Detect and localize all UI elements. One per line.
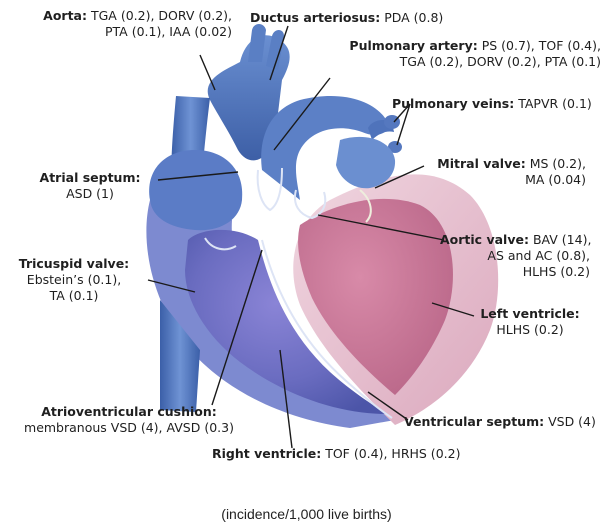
label-mitral-valve-line2: MA (0.04) — [525, 172, 586, 187]
label-mitral-valve-name: Mitral valve: — [437, 156, 525, 171]
label-left-ventricle: Left ventricle: HLHS (0.2) — [460, 306, 600, 338]
label-pulmonary-veins-name: Pulmonary veins: — [392, 96, 514, 111]
aortic-valve — [295, 190, 325, 218]
label-atrial-septum-line1: ASD (1) — [66, 186, 114, 201]
right-atrium — [149, 150, 242, 230]
label-mitral-valve: Mitral valve: MS (0.2), MA (0.04) — [420, 156, 586, 188]
label-left-ventricle-line1: HLHS (0.2) — [496, 322, 563, 337]
label-tricuspid-valve-line2: TA (0.1) — [50, 288, 99, 303]
label-av-cushion-name: Atrioventricular cushion: — [41, 404, 217, 419]
label-av-cushion-line1: membranous VSD (4), AVSD (0.3) — [24, 420, 234, 435]
label-tricuspid-valve-name: Tricuspid valve: — [19, 256, 129, 271]
label-aortic-valve-line2: AS and AC (0.8), — [487, 248, 590, 263]
label-ventricular-septum-name: Ventricular septum: — [404, 414, 544, 429]
label-aortic-valve-name: Aortic valve: — [440, 232, 529, 247]
label-aorta: Aorta: TGA (0.2), DORV (0.2), PTA (0.1),… — [0, 8, 232, 40]
incidence-footnote: (incidence/1,000 live births) — [0, 506, 613, 522]
label-pulmonary-artery: Pulmonary artery: PS (0.7), TOF (0.4), T… — [330, 38, 601, 70]
label-right-ventricle-line1: TOF (0.4), HRHS (0.2) — [325, 446, 460, 461]
label-aorta-line2: PTA (0.1), IAA (0.02) — [105, 24, 232, 39]
label-right-ventricle: Right ventricle: TOF (0.4), HRHS (0.2) — [212, 446, 460, 462]
label-mitral-valve-line1: MS (0.2), — [530, 156, 586, 171]
label-pulmonary-artery-name: Pulmonary artery: — [349, 38, 477, 53]
label-tricuspid-valve-line1: Ebstein’s (0.1), — [27, 272, 121, 287]
label-aortic-valve-line1: BAV (14), — [533, 232, 591, 247]
label-right-ventricle-name: Right ventricle: — [212, 446, 321, 461]
label-ventricular-septum: Ventricular septum: VSD (4) — [404, 414, 596, 430]
label-aorta-line1: TGA (0.2), DORV (0.2), — [91, 8, 232, 23]
label-aortic-valve: Aortic valve: BAV (14), AS and AC (0.8),… — [440, 232, 590, 280]
label-pulmonary-artery-line2: TGA (0.2), DORV (0.2), PTA (0.1) — [400, 54, 601, 69]
label-atrial-septum-name: Atrial septum: — [40, 170, 141, 185]
label-pulmonary-veins: Pulmonary veins: TAPVR (0.1) — [392, 96, 592, 112]
label-pulmonary-artery-line1: PS (0.7), TOF (0.4), — [482, 38, 601, 53]
label-aorta-name: Aorta: — [43, 8, 87, 23]
label-aortic-valve-line3: HLHS (0.2) — [523, 264, 590, 279]
label-atrial-septum: Atrial septum: ASD (1) — [20, 170, 160, 202]
label-ductus: Ductus arteriosus: PDA (0.8) — [250, 10, 443, 26]
label-ductus-name: Ductus arteriosus: — [250, 10, 380, 25]
leader-aorta — [200, 55, 215, 90]
left-atrium — [336, 137, 395, 188]
label-ventricular-septum-line1: VSD (4) — [548, 414, 596, 429]
label-left-ventricle-name: Left ventricle: — [480, 306, 579, 321]
label-pulmonary-veins-line1: TAPVR (0.1) — [518, 96, 592, 111]
label-av-cushion: Atrioventricular cushion: membranous VSD… — [4, 404, 254, 436]
label-tricuspid-valve: Tricuspid valve: Ebstein’s (0.1), TA (0.… — [0, 256, 148, 304]
label-ductus-line1: PDA (0.8) — [384, 10, 443, 25]
